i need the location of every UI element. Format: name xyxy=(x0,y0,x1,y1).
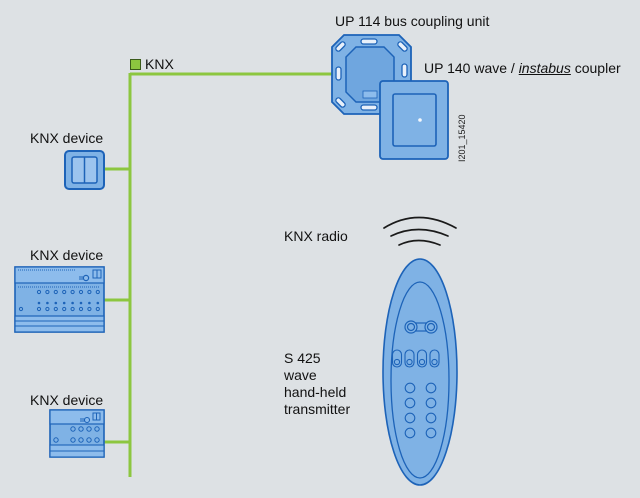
terminal-dot xyxy=(36,306,42,312)
terminal-dot xyxy=(95,289,100,295)
terminal-dot xyxy=(45,289,50,295)
transmitter-label-line-3: hand-held xyxy=(284,384,347,400)
rocker-key-dot xyxy=(431,358,438,366)
knx-legend-label: KNX xyxy=(145,56,174,72)
round-key xyxy=(425,397,437,409)
knx-bus xyxy=(104,72,336,477)
knx-device-label-3: KNX device xyxy=(30,392,104,408)
round-key xyxy=(404,397,416,409)
bus-coupling-unit[interactable] xyxy=(331,34,412,115)
bus-coupling-unit-label: UP 114 bus coupling unit xyxy=(335,13,490,29)
rocker-key-dot xyxy=(418,358,426,366)
terminal-glyph xyxy=(53,437,59,443)
rocker-key xyxy=(416,349,428,368)
terminal-dot xyxy=(53,306,58,312)
knx-device-label-1: KNX device xyxy=(30,130,104,146)
radio-waves-icon xyxy=(383,216,457,246)
terminal-glyph xyxy=(70,437,76,443)
terminal-dot-small xyxy=(71,301,74,305)
round-key xyxy=(425,427,437,439)
transmitter-label-line-2: wave xyxy=(284,367,317,383)
terminal-dot xyxy=(45,306,50,312)
handheld-transmitter[interactable] xyxy=(382,258,458,486)
knx-radio-label: KNX radio xyxy=(284,228,348,244)
wave-coupler[interactable] xyxy=(379,80,449,160)
terminal-glyph xyxy=(94,426,100,432)
round-key xyxy=(404,427,416,439)
terminal-glyph xyxy=(86,426,92,432)
terminal-dot xyxy=(62,289,67,295)
terminal-dot xyxy=(18,306,24,312)
knx-device-label-2: KNX device xyxy=(30,247,104,263)
round-key xyxy=(404,412,416,424)
transmitter-label: S 425 wave hand-held transmitter xyxy=(284,350,404,418)
terminal-dot xyxy=(70,289,75,295)
terminal-glyph xyxy=(78,426,84,432)
terminal-dot-small xyxy=(88,301,91,305)
terminal-dot-small xyxy=(96,301,100,305)
terminal-glyph xyxy=(78,437,84,443)
terminal-dot xyxy=(87,306,92,312)
rocker-key xyxy=(404,349,415,368)
terminal-dot-small xyxy=(54,301,58,305)
terminal-dot xyxy=(62,306,67,312)
rocker-key xyxy=(429,349,440,368)
transmitter-label-line-4: transmitter xyxy=(284,401,351,417)
round-key xyxy=(425,412,437,424)
rocker-key-dot xyxy=(393,358,401,366)
rocker-key xyxy=(391,349,403,368)
terminal-dot xyxy=(78,289,84,295)
terminal-dot xyxy=(87,289,92,295)
terminal-dot xyxy=(95,306,100,312)
round-key xyxy=(404,382,416,394)
knx-device-actuator-wide[interactable] xyxy=(14,266,105,333)
wave-coupler-label-instabus: instabus xyxy=(518,60,571,76)
terminal-dot xyxy=(78,306,84,312)
terminal-glyph xyxy=(94,437,100,443)
terminal-dot-small xyxy=(37,301,41,305)
terminal-dot-small xyxy=(62,301,66,305)
terminal-glyph xyxy=(86,437,92,443)
figure-code: I201_15420 xyxy=(457,114,467,162)
terminal-dot xyxy=(36,289,42,295)
terminal-dot xyxy=(70,306,75,312)
round-key xyxy=(425,382,437,394)
wave-coupler-label-suffix: coupler xyxy=(570,60,621,76)
knx-device-actuator-narrow[interactable] xyxy=(49,409,105,458)
terminal-dot-small xyxy=(46,301,49,305)
terminal-glyph xyxy=(70,426,76,432)
terminal-dot xyxy=(53,289,58,295)
knx-device-switch[interactable] xyxy=(64,150,105,190)
knx-legend-swatch xyxy=(130,59,141,70)
transmitter-label-line-1: S 425 xyxy=(284,350,321,366)
wave-coupler-label: UP 140 wave / instabus coupler xyxy=(424,60,621,76)
terminal-dot-small xyxy=(79,301,83,305)
rocker-key-dot xyxy=(406,358,413,366)
coupler-led-icon xyxy=(418,118,422,122)
wave-coupler-label-prefix: UP 140 wave / xyxy=(424,60,519,76)
